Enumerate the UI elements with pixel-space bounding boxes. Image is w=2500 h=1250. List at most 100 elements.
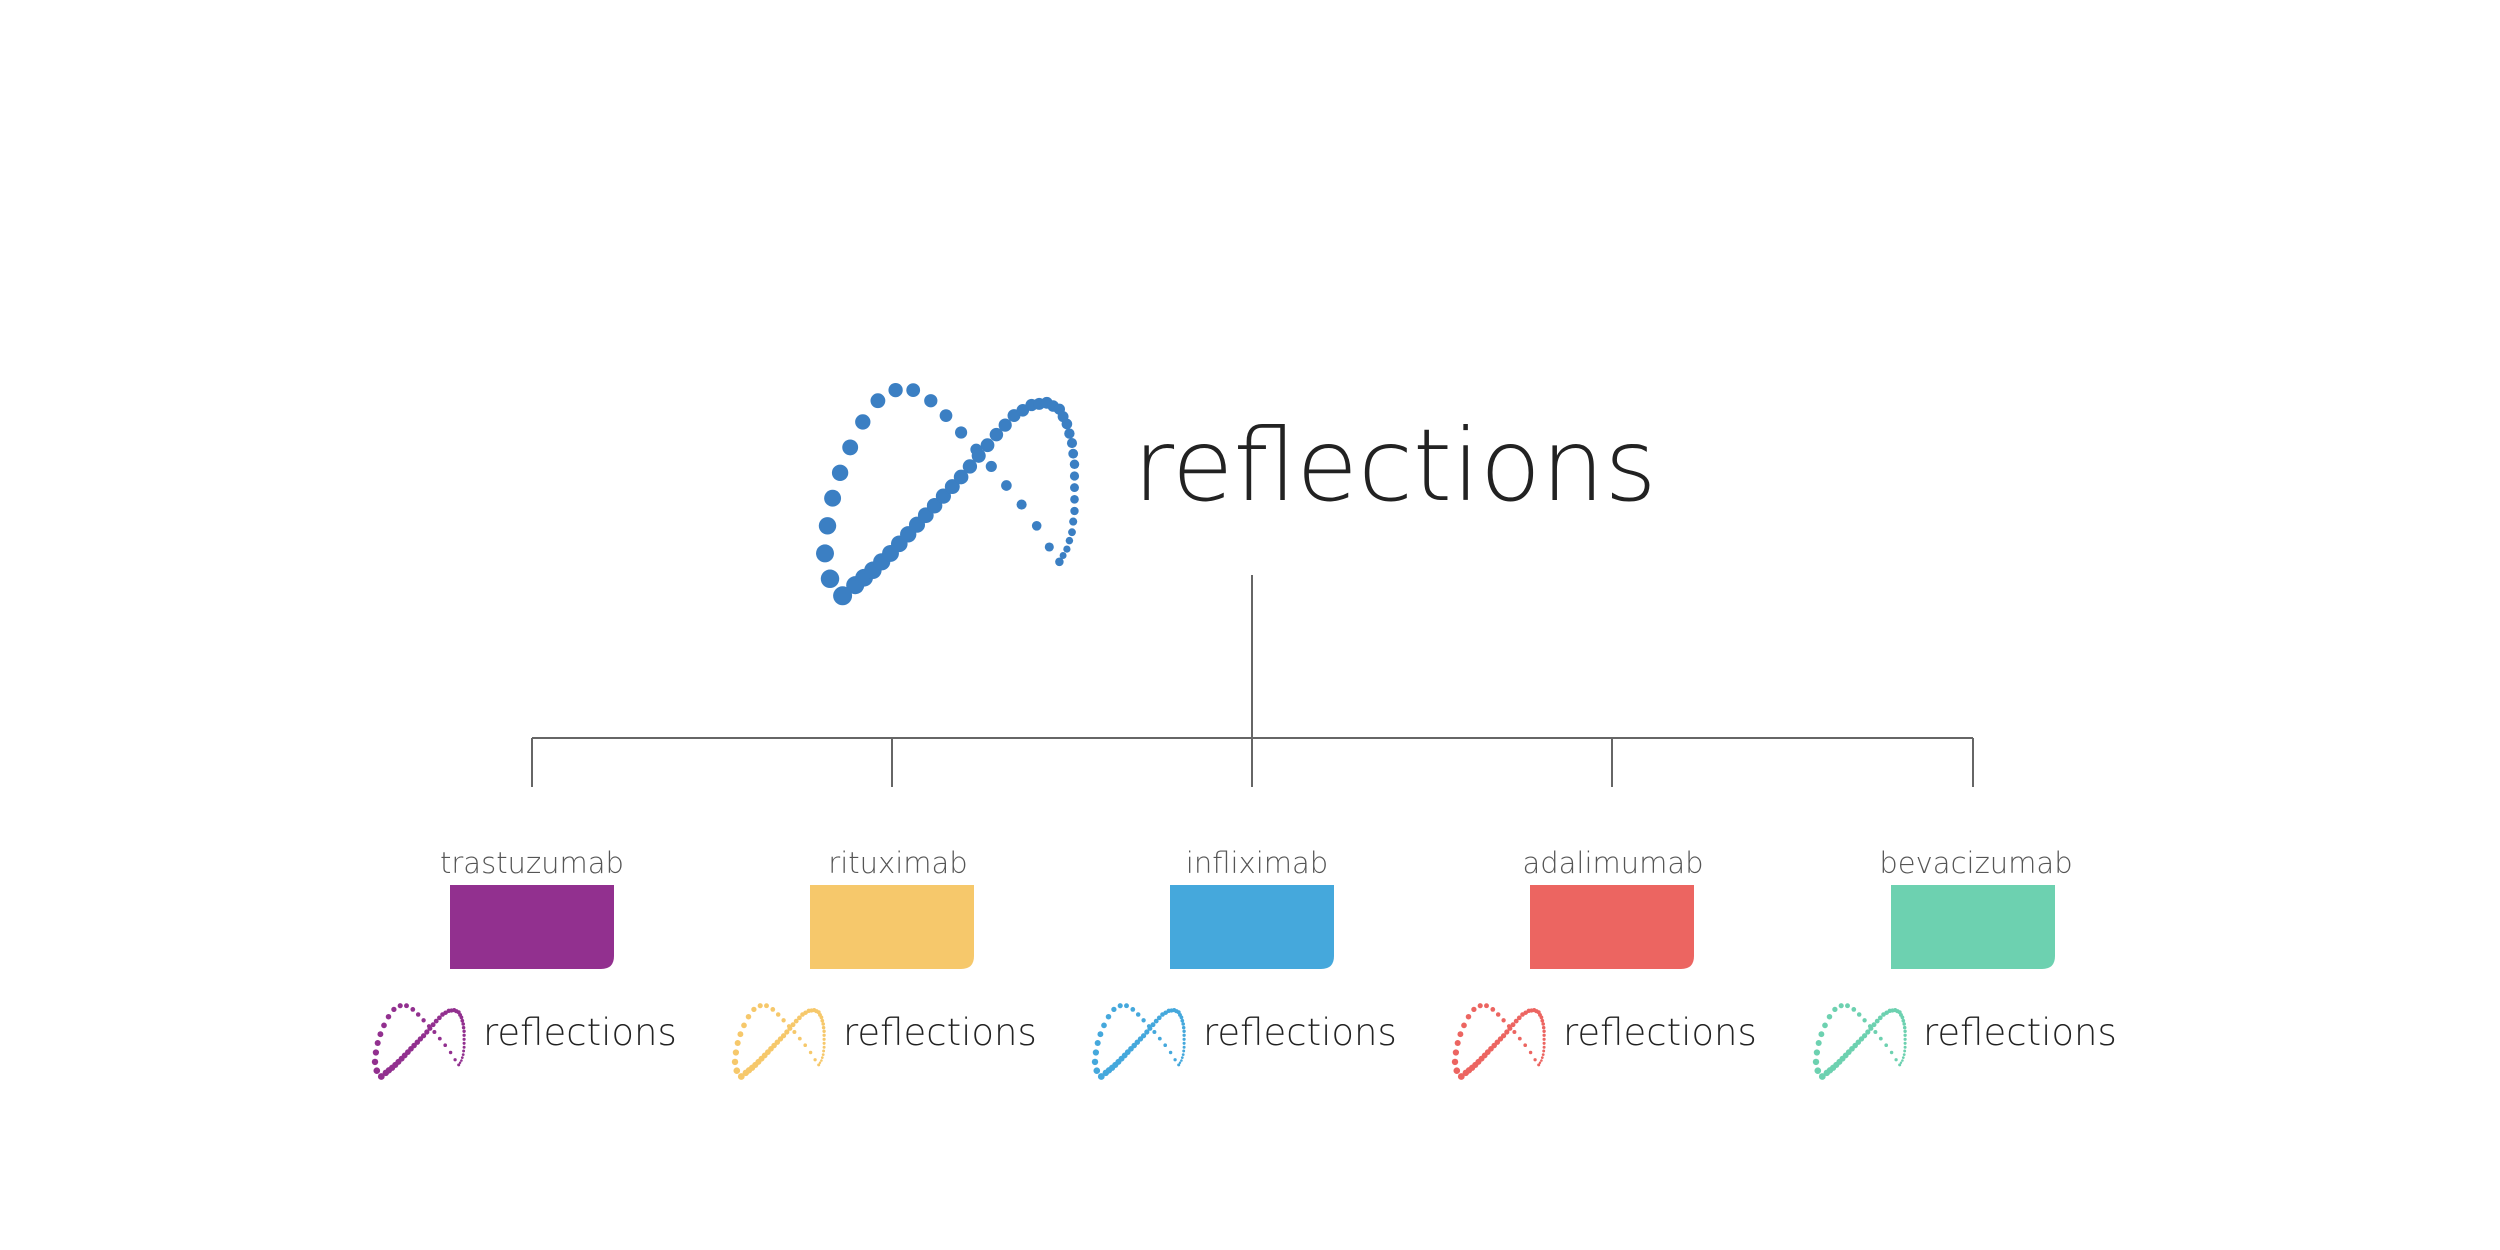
- symbol-dot: [1512, 1030, 1517, 1034]
- symbol-dot: [391, 1006, 397, 1013]
- symbol-dot: [1177, 1063, 1180, 1067]
- symbol-dot: [818, 1061, 822, 1064]
- symbol-dot: [1453, 1067, 1461, 1075]
- symbol-dot: [731, 1058, 739, 1066]
- symbol-dot: [1484, 1003, 1489, 1009]
- symbol-dot: [1181, 1022, 1185, 1026]
- symbol-dot: [1069, 471, 1080, 481]
- symbol-dot: [1180, 1056, 1184, 1059]
- symbol-dot: [939, 409, 953, 422]
- symbol-dot: [1898, 1063, 1901, 1067]
- symbol-dot: [1516, 1015, 1522, 1021]
- symbol-dot: [437, 1036, 442, 1041]
- symbol-dot: [816, 544, 834, 563]
- symbol-dot: [1902, 1053, 1906, 1056]
- symbol-dot: [732, 1049, 740, 1056]
- symbol-dot: [734, 1039, 741, 1047]
- symbol-dot: [420, 1033, 427, 1039]
- symbol-dot: [1094, 1039, 1101, 1047]
- symbol-dot: [820, 1018, 825, 1023]
- symbol-dot: [417, 1036, 424, 1042]
- symbol-dot: [1056, 558, 1063, 566]
- symbol-dot: [781, 1018, 786, 1023]
- symbol-dot: [1899, 1061, 1903, 1064]
- symbol-dot: [1091, 1058, 1099, 1066]
- symbol-dot: [1097, 1031, 1104, 1038]
- symbol-dot: [1451, 1058, 1459, 1066]
- symbol-dot: [737, 1073, 745, 1080]
- product-color-swatch: [1170, 885, 1334, 969]
- symbol-dot: [842, 439, 859, 456]
- symbol-dot: [906, 383, 921, 397]
- symbol-dot: [462, 1045, 466, 1049]
- symbol-dot: [822, 1045, 826, 1049]
- symbol-dot: [822, 1037, 826, 1041]
- product-item: rituximab reflections: [731, 846, 1037, 1080]
- symbol-dot: [462, 1029, 466, 1034]
- symbol-dot: [1180, 1059, 1183, 1062]
- symbol-dot: [1457, 1073, 1465, 1080]
- product-symbol-icon: [731, 1003, 826, 1080]
- symbol-dot: [1001, 480, 1012, 491]
- symbol-dot: [1838, 1003, 1844, 1009]
- symbol-dot: [1862, 1018, 1867, 1023]
- symbol-dot: [1097, 1073, 1105, 1080]
- symbol-dot: [1901, 1056, 1905, 1059]
- symbol-dot: [1874, 1018, 1880, 1024]
- symbol-dot: [1182, 1045, 1186, 1049]
- symbol-dot: [1873, 1030, 1878, 1034]
- symbol-dot: [1868, 1025, 1874, 1031]
- symbol-dot: [808, 1050, 813, 1055]
- symbol-dot: [1900, 1015, 1905, 1020]
- symbol-dot: [1141, 1018, 1146, 1023]
- symbol-dot: [1064, 428, 1075, 439]
- symbol-dot: [1069, 517, 1078, 526]
- symbol-dot: [1168, 1050, 1173, 1055]
- symbol-dot: [1812, 1058, 1820, 1066]
- symbol-dot: [1124, 1003, 1129, 1009]
- symbol-dot: [385, 1013, 392, 1020]
- symbol-dot: [1903, 1033, 1907, 1037]
- symbol-dot: [432, 1030, 437, 1034]
- symbol-dot: [1182, 1033, 1186, 1037]
- symbol-dot: [821, 1053, 825, 1056]
- symbol-dot: [770, 1007, 776, 1012]
- symbol-dot: [1452, 1049, 1460, 1056]
- product-item: infliximab reflections: [1091, 846, 1397, 1080]
- symbol-dot: [424, 1029, 430, 1035]
- symbol-dot: [1541, 1053, 1545, 1056]
- product-color-swatch: [450, 885, 614, 969]
- symbol-dot: [1457, 1031, 1464, 1038]
- symbol-dot: [462, 1049, 466, 1053]
- symbol-dot: [457, 1063, 460, 1067]
- symbol-dot: [459, 1015, 464, 1020]
- symbol-dot: [944, 479, 960, 495]
- symbol-dot: [1894, 1058, 1898, 1062]
- symbol-dot: [1181, 1053, 1185, 1056]
- symbol-dot: [822, 1041, 826, 1045]
- symbol-dot: [1861, 1033, 1868, 1039]
- symbol-dot: [1471, 1006, 1477, 1013]
- symbol-dot: [1540, 1018, 1545, 1023]
- product-color-swatch: [1891, 885, 2055, 969]
- symbol-dot: [1182, 1029, 1186, 1034]
- symbol-dot: [1507, 1025, 1513, 1031]
- symbol-dot: [989, 427, 1004, 442]
- symbol-dot: [1070, 494, 1079, 504]
- symbol-dot: [1157, 1036, 1162, 1041]
- symbol-dot: [1542, 1037, 1546, 1041]
- symbol-dot: [870, 393, 886, 409]
- symbol-dot: [985, 460, 997, 472]
- product-wordmark: reflections: [843, 1011, 1037, 1054]
- symbol-dot: [1855, 1039, 1862, 1045]
- symbol-dot: [813, 1058, 817, 1062]
- product-symbol-icon: [1091, 1003, 1186, 1080]
- symbol-dot: [1903, 1029, 1907, 1034]
- symbol-dot: [855, 414, 871, 430]
- symbol-dot: [1902, 1022, 1906, 1026]
- symbol-dot: [1901, 1018, 1906, 1023]
- symbol-dot: [437, 1015, 442, 1021]
- symbol-dot: [1884, 1043, 1889, 1048]
- symbol-dot: [745, 1013, 752, 1020]
- symbol-dot: [751, 1006, 757, 1013]
